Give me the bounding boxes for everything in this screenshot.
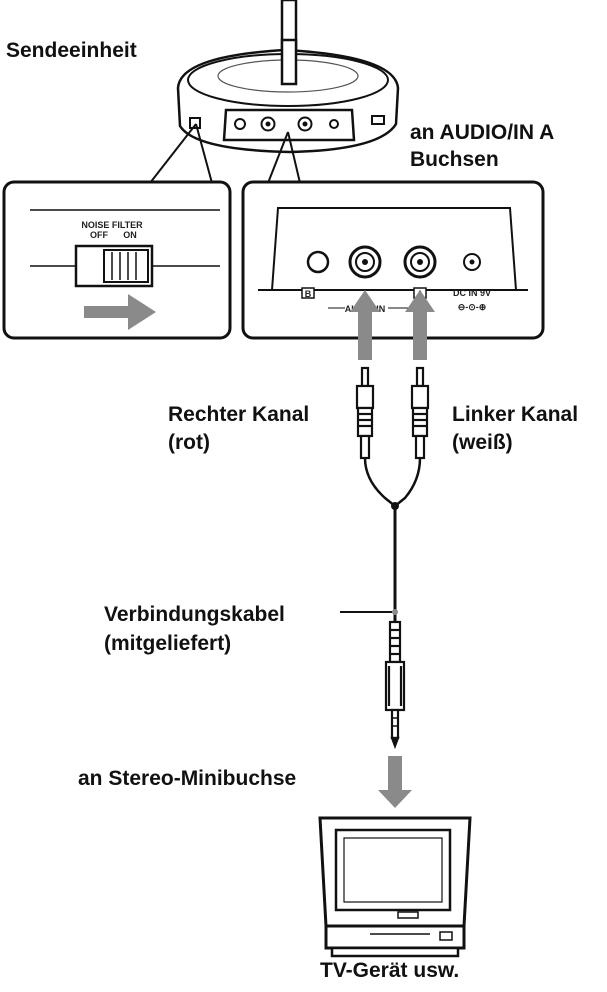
dc-in-marking: DC IN 9V [453, 288, 491, 298]
stereo-mini-plug [384, 620, 406, 750]
audio-in-label-line2: Buchsen [410, 148, 499, 171]
transmitter-unit [176, 0, 400, 154]
connection-cable [340, 457, 422, 622]
right-channel-label-line2: (rot) [168, 431, 210, 454]
off-marking: OFF [90, 230, 108, 240]
plug-in-arrows [350, 290, 435, 360]
on-marking: ON [123, 230, 137, 240]
cable-label-line1: Verbindungskabel [104, 603, 285, 626]
tv-set [318, 816, 472, 958]
stereo-jack-label: an Stereo-Minibuchse [78, 767, 297, 790]
left-channel-label-line2: (weiß) [452, 431, 513, 454]
polarity-symbol-icon: ⊖-⊙-⊕ [458, 302, 487, 312]
switch-direction-arrow-icon [84, 294, 156, 330]
callout-lines [149, 123, 301, 184]
up-arrow-left-icon [405, 290, 435, 360]
right-channel-label-line1: Rechter Kanal [168, 403, 310, 426]
cable-label-line2: (mitgeliefert) [104, 632, 232, 655]
transmitter-label: Sendeeinheit [6, 39, 137, 62]
audio-in-callout: B A AUDIO IN DC IN 9V ⊖-⊙-⊕ [241, 180, 545, 340]
tv-label: TV-Gerät usw. [320, 959, 460, 982]
jack-b-marking: B [305, 289, 312, 299]
left-channel-label-line1: Linker Kanal [452, 403, 579, 426]
down-arrow-icon [378, 756, 412, 808]
noise-filter-callout: NOISE FILTER OFF ON [2, 180, 232, 340]
up-arrow-right-icon [350, 290, 380, 360]
noise-filter-marking: NOISE FILTER [81, 220, 143, 230]
audio-in-label-line1: an AUDIO/IN A [410, 121, 555, 144]
rca-plugs [355, 366, 430, 460]
